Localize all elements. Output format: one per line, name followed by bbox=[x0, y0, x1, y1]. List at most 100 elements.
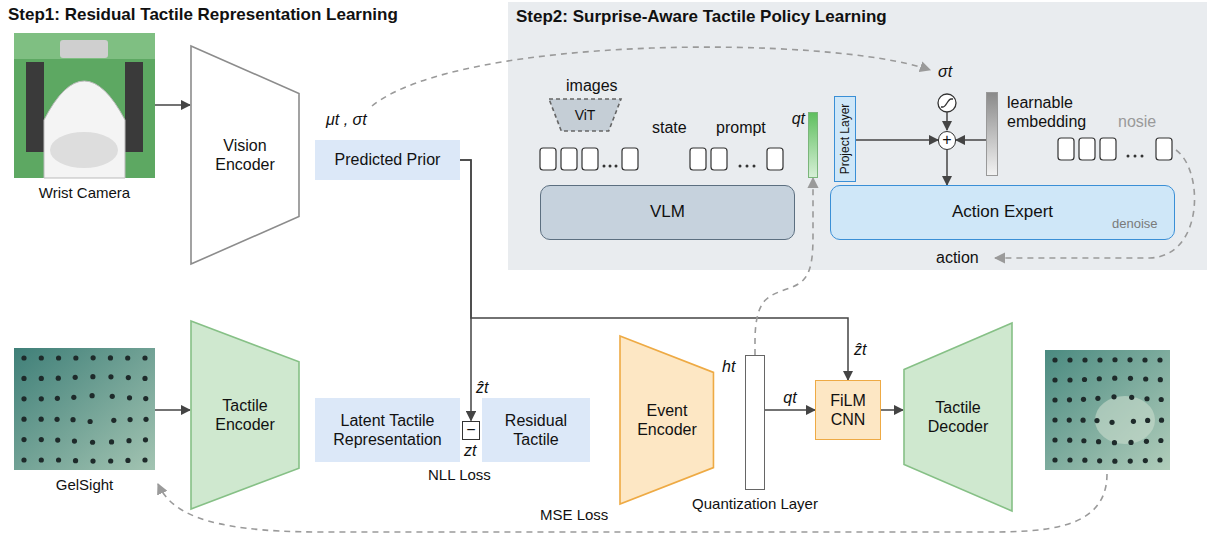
marker-dot bbox=[1067, 397, 1072, 402]
node-text: FiLM CNN bbox=[816, 391, 880, 429]
film-cnn: FiLM CNN bbox=[815, 380, 881, 440]
connector-arrow bbox=[856, 139, 938, 141]
marker-dot bbox=[21, 355, 26, 360]
connector-arrow bbox=[946, 150, 948, 186]
marker-dot bbox=[1144, 396, 1149, 401]
gelsight-picture bbox=[14, 348, 155, 470]
trapezoid-shape bbox=[904, 323, 1012, 511]
node-text: Residual Tactile bbox=[483, 411, 589, 449]
marker-dot bbox=[1128, 459, 1133, 464]
marker-dot bbox=[1157, 457, 1162, 462]
node-text: Latent Tactile Representation bbox=[316, 411, 459, 449]
quantization-bar: Quantization Layer bbox=[745, 355, 765, 490]
marker-dot bbox=[1157, 357, 1162, 362]
marker-dot bbox=[1082, 357, 1087, 362]
shape-outline bbox=[903, 322, 1013, 512]
marker-dot bbox=[21, 376, 26, 381]
marker-dot bbox=[1097, 458, 1102, 463]
marker-dot bbox=[1052, 357, 1057, 362]
node-text: Tactile Encoder bbox=[205, 396, 285, 434]
vit-block: ViT bbox=[548, 98, 622, 132]
marker-dot bbox=[1143, 458, 1148, 463]
marker-dot bbox=[1112, 459, 1117, 464]
marker-dot bbox=[21, 396, 26, 401]
loss-label: NLL Loss bbox=[428, 466, 491, 484]
math-symbol: zt bbox=[464, 441, 476, 460]
marker-dot bbox=[73, 458, 78, 463]
gripper-mount bbox=[60, 40, 108, 58]
token bbox=[582, 148, 598, 170]
dot bbox=[609, 165, 612, 168]
connector-arrow bbox=[155, 409, 190, 411]
marker-dot bbox=[126, 375, 131, 380]
marker-dot bbox=[1067, 377, 1072, 382]
marker-dot bbox=[88, 419, 93, 424]
panel-ground bbox=[508, 2, 1207, 270]
dome-sensor bbox=[44, 81, 125, 178]
sigmoid-circle bbox=[938, 94, 956, 112]
marker-dot bbox=[70, 417, 75, 422]
marker-dot bbox=[55, 438, 60, 443]
node-text: learnable embedding bbox=[1007, 93, 1107, 131]
input-label: nosie bbox=[1118, 112, 1156, 131]
token bbox=[1058, 138, 1074, 160]
trapezoid-shape bbox=[191, 46, 299, 264]
marker-dot bbox=[39, 355, 44, 360]
marker-dot bbox=[1158, 377, 1163, 382]
gripper-finger bbox=[125, 62, 143, 152]
node-text: ViT bbox=[575, 107, 596, 124]
marker-dot bbox=[110, 394, 115, 399]
marker-dot bbox=[1067, 438, 1072, 443]
marker-dot bbox=[54, 417, 59, 422]
connector-arrow bbox=[956, 139, 986, 141]
dot bbox=[615, 165, 618, 168]
vision-encoder: Vision Encoder bbox=[190, 45, 300, 265]
shape-outline bbox=[190, 320, 300, 510]
dome-rim bbox=[50, 132, 118, 168]
marker-dot bbox=[1128, 440, 1133, 445]
marker-dot bbox=[1067, 357, 1072, 362]
marker-grid bbox=[21, 355, 148, 463]
dot bbox=[746, 165, 749, 168]
camera-picture bbox=[14, 33, 155, 178]
action-expert: Action Expert bbox=[830, 185, 1175, 240]
marker-dot bbox=[1112, 440, 1117, 445]
marker-dot bbox=[1096, 439, 1101, 444]
marker-dot bbox=[56, 457, 61, 462]
marker-dot bbox=[39, 457, 44, 462]
marker-dot bbox=[1131, 419, 1136, 424]
edge-label: qt bbox=[783, 388, 796, 407]
plus-operator: + bbox=[938, 131, 956, 150]
contact-blob bbox=[1095, 396, 1155, 444]
marker-dot bbox=[1082, 458, 1087, 463]
marker-dot bbox=[142, 457, 147, 462]
residual-box: Residual Tactile bbox=[482, 398, 590, 462]
token bbox=[540, 148, 556, 170]
marker-dot bbox=[1094, 418, 1099, 423]
marker-dot bbox=[1052, 417, 1057, 422]
tactile-image bbox=[14, 348, 155, 470]
marker-dot bbox=[1097, 357, 1102, 362]
tactile-image bbox=[1045, 350, 1170, 470]
marker-dot bbox=[1082, 377, 1087, 382]
node-text: Step2: Surprise-Aware Tactile Policy Lea… bbox=[516, 7, 887, 27]
marker-dot bbox=[143, 417, 148, 422]
marker-dot bbox=[56, 376, 61, 381]
token-bar: qt bbox=[808, 112, 818, 178]
token bbox=[1156, 138, 1172, 160]
marker-dot bbox=[1159, 418, 1164, 423]
marker-dot bbox=[72, 439, 77, 444]
marker-dot bbox=[1052, 397, 1057, 402]
sigmoid-symbol bbox=[938, 94, 956, 130]
marker-dot bbox=[142, 376, 147, 381]
vlm-box: VLM bbox=[540, 185, 795, 240]
node-text: Vision Encoder bbox=[205, 136, 285, 174]
green-screen bbox=[14, 33, 155, 59]
marker-dot bbox=[1142, 357, 1147, 362]
marker-dot bbox=[71, 395, 76, 400]
marker-dot bbox=[1143, 376, 1148, 381]
dot bbox=[603, 165, 606, 168]
marker-dot bbox=[125, 458, 130, 463]
marker-dot bbox=[39, 437, 44, 442]
marker-dot bbox=[125, 355, 130, 360]
